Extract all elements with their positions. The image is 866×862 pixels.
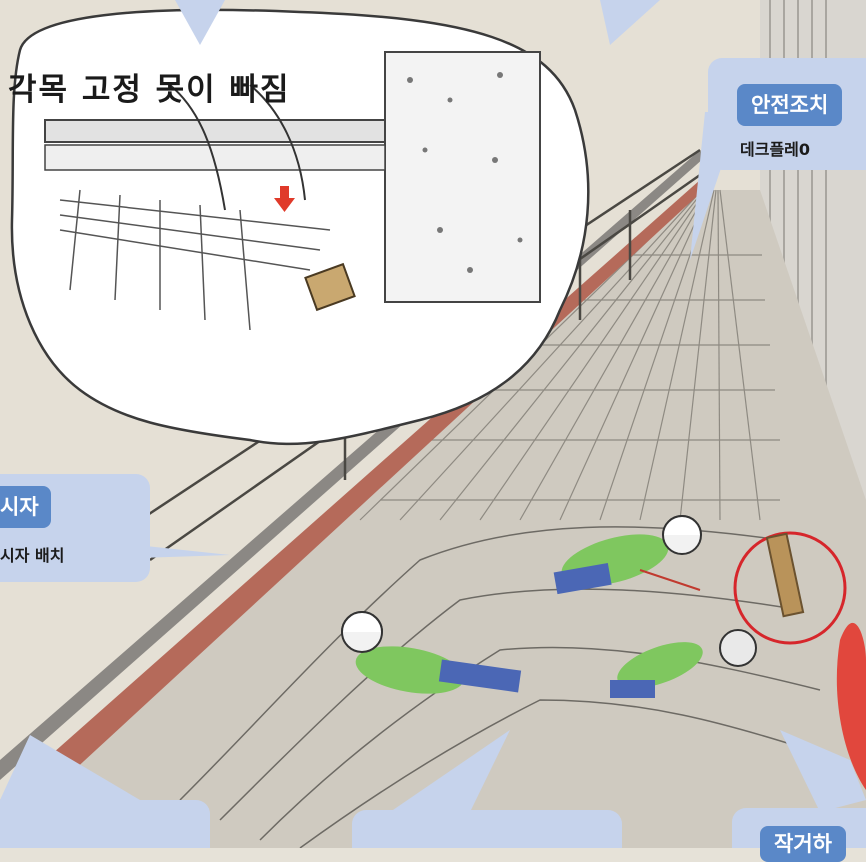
safety-measures-text: 데크플레0 bbox=[740, 140, 811, 159]
left-callout-text: 시자 배치 bbox=[0, 546, 65, 565]
thought-bubble-caption: 각목 고정 못이 빠짐 bbox=[8, 72, 291, 108]
left-callout-tag: 시자 bbox=[0, 486, 51, 528]
callout-bottom-middle bbox=[352, 810, 622, 848]
callout-bottom-left bbox=[0, 800, 210, 848]
bottom-right-callout-tag: 작거하 bbox=[760, 826, 846, 862]
safety-measures-tag: 안전조치 bbox=[737, 84, 843, 126]
